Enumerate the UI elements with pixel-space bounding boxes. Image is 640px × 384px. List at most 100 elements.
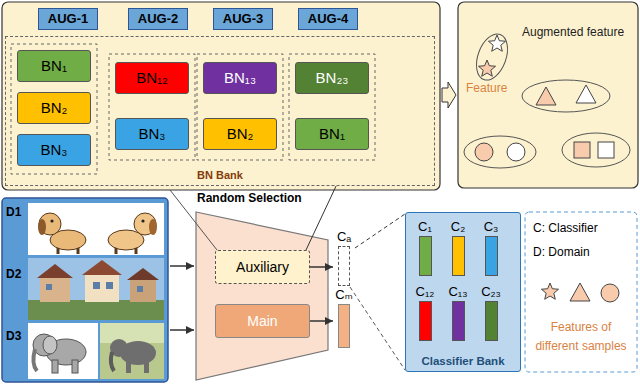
- feature-cluster: [464, 30, 630, 168]
- node-label: BN₂₃: [316, 69, 349, 86]
- dog-image: [149, 219, 157, 235]
- node-label: AUG-3: [223, 12, 263, 27]
- cluster-note: Feature: [466, 82, 507, 96]
- bar-shape: [419, 236, 432, 276]
- feature-triangle: [576, 85, 596, 103]
- elephant-image: [33, 349, 37, 371]
- bar-shape: [338, 304, 350, 348]
- node-label: BN₁₂: [136, 69, 168, 86]
- node-label: BN₃: [41, 141, 68, 158]
- house-image: [37, 264, 73, 278]
- elephant-image: [100, 323, 164, 343]
- input-arrow: [170, 266, 194, 330]
- legend-text: Features of different samples: [535, 320, 626, 353]
- aug-label: AUG-4: [298, 8, 358, 30]
- bn-box: BN₂: [17, 92, 91, 124]
- dog-image: [38, 219, 46, 235]
- dog-image: [39, 213, 61, 235]
- connector: [355, 214, 405, 248]
- house-image: [85, 275, 119, 302]
- legend-symbol: [541, 283, 558, 299]
- connector: [306, 186, 336, 250]
- domain-label: D1: [6, 206, 21, 220]
- main-branch-box: Main: [215, 304, 310, 338]
- feature-cluster: [562, 133, 630, 167]
- node-label: BN₁: [319, 125, 345, 142]
- feature-triangle: [536, 85, 596, 105]
- block-arrow: [442, 82, 456, 108]
- bn-box: BN₁₂: [115, 62, 189, 94]
- feature-cluster: [471, 30, 514, 85]
- bar-shape: [452, 236, 465, 276]
- aug-group-frame: [289, 54, 375, 160]
- frame-title: Classifier Bank: [421, 355, 504, 368]
- node-label: C₁₃: [448, 283, 467, 301]
- node-label: C₂: [451, 218, 465, 236]
- elephant-image: [43, 336, 57, 354]
- feature-circle: [475, 143, 525, 161]
- legend-symbol: [570, 283, 590, 301]
- feature-circle: [507, 143, 525, 161]
- dog-image: [141, 219, 144, 222]
- abbreviation-note: C: Classifier: [533, 222, 598, 236]
- zoom-line: [350, 287, 405, 370]
- elephant-image: [100, 323, 164, 379]
- node-label: BN₂: [41, 99, 68, 116]
- node-label: C₁: [418, 218, 432, 236]
- house-image: [93, 282, 100, 289]
- node-label: C₃: [484, 218, 499, 236]
- house-image: [46, 284, 52, 290]
- node-label: BN₁₃: [224, 69, 256, 86]
- node-label: Cₐ: [337, 228, 351, 246]
- elephant-image: [144, 360, 149, 373]
- classifier-bar: C₁₃: [448, 283, 468, 341]
- bn-box: BN₁: [17, 50, 91, 82]
- bn-box: BN₂: [203, 118, 277, 150]
- node-label: C₂₃: [481, 283, 501, 301]
- bar-shape: [338, 246, 350, 286]
- node-label: Main: [247, 313, 277, 329]
- bar-shape: [419, 301, 432, 341]
- node-label: BN₁: [41, 57, 67, 74]
- domain-label: D3: [6, 330, 21, 344]
- house-image: [28, 258, 164, 320]
- feature-square: [598, 142, 614, 158]
- aug-group-frame: [11, 44, 375, 174]
- legend-frame: [525, 212, 637, 372]
- dog-image: [50, 219, 53, 222]
- dog-image: [135, 248, 138, 254]
- feature-cluster: [522, 80, 610, 112]
- aug-group-frame: [109, 54, 195, 160]
- house-image: [137, 286, 143, 292]
- node-label: C₁₂: [416, 283, 435, 301]
- node-label: AUG-2: [138, 12, 178, 27]
- input-arrow: [170, 329, 194, 331]
- house-image: [127, 268, 159, 280]
- feature-star: [488, 35, 505, 51]
- legend-entry: Features of different samples: [529, 316, 633, 354]
- node-label: AUG-4: [308, 12, 348, 27]
- cluster-note: Augmented feature: [522, 26, 624, 40]
- auxiliary-branch-box: Auxiliary: [215, 250, 310, 284]
- node-label: Cₘ: [335, 286, 353, 304]
- aug-group-frame: [197, 54, 283, 160]
- house-image: [82, 260, 122, 275]
- abbreviation-note: D: Domain: [533, 246, 590, 260]
- bn-box: BN₃: [17, 134, 91, 166]
- house-image: [28, 300, 164, 320]
- bn-box: BN₁₃: [203, 62, 277, 94]
- domain-label: D2: [6, 268, 21, 282]
- dog-image: [57, 248, 60, 254]
- classifier-output-bar: Cₘ: [333, 286, 355, 348]
- classifier-bank-frame: Classifier Bank C₁ C₂ C₃ C₁₂ C₁₃ C₂₃: [405, 212, 521, 372]
- dog-image: [115, 248, 118, 254]
- dog-image: [28, 203, 164, 255]
- bar-shape: [452, 301, 465, 341]
- node-label: BN₂: [227, 125, 254, 142]
- node-label: BN₃: [139, 125, 166, 142]
- node-label: AUG-1: [48, 12, 88, 27]
